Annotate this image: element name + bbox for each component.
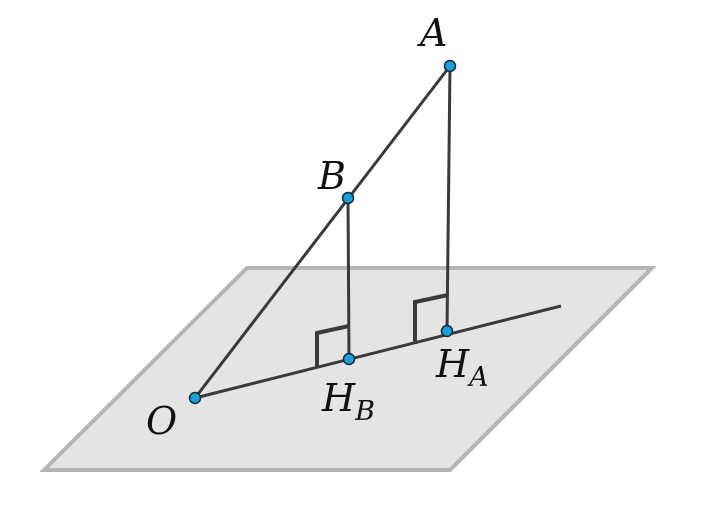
- label-ha: HA: [435, 342, 489, 393]
- label-a: A: [417, 11, 447, 55]
- right-angle-mark-ha: [413, 293, 449, 344]
- label-hb-letter: H: [321, 376, 356, 420]
- label-b: B: [317, 154, 346, 198]
- line-o-a: [193, 65, 452, 399]
- point-ha: [440, 324, 454, 338]
- point-o: [188, 391, 202, 405]
- point-hb: [342, 352, 356, 366]
- line-o-ha: [194, 304, 562, 400]
- point-a: [443, 59, 457, 73]
- segment-a-ha: [445, 65, 452, 332]
- right-angle-mark-hb: [315, 324, 350, 367]
- label-hb-subscript: B: [354, 396, 375, 427]
- segment-b-hb: [346, 197, 351, 360]
- plane: [39, 266, 657, 472]
- label-ha-letter: H: [435, 342, 470, 386]
- label-hb: HB: [321, 376, 375, 427]
- point-b: [341, 191, 355, 205]
- label-o: O: [146, 399, 177, 443]
- label-ha-subscript: A: [466, 362, 489, 393]
